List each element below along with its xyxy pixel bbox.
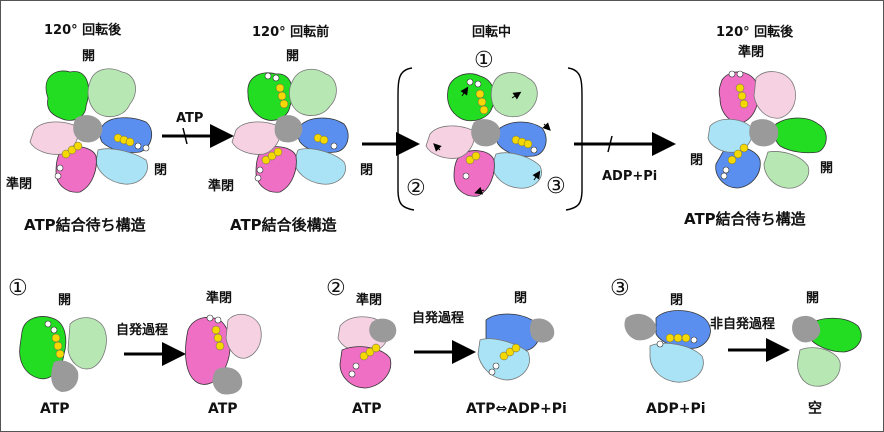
protein-complex-panel1: [29, 68, 153, 193]
panel4-heading: 120° 回転後: [716, 25, 794, 40]
panel2-open-label: 開: [286, 49, 300, 64]
panel3-marker-1: ①: [474, 48, 494, 73]
step3-left-complex: [624, 310, 711, 383]
step2-left-label: 準閉: [356, 293, 383, 308]
step3-right-label: 開: [806, 291, 820, 306]
panel3-marker-3: ③: [546, 174, 566, 199]
arrow3-label: ADP+Pi: [602, 169, 658, 184]
step1-left-label: 開: [58, 293, 72, 308]
protein-complex-panel3: [425, 72, 551, 197]
step1-right-caption: ATP: [208, 401, 238, 417]
arrow1-label: ATP: [176, 111, 204, 126]
step1-number: ①: [8, 276, 28, 301]
step2-left-caption: ATP: [352, 401, 382, 417]
panel2-heading: 120° 回転前: [252, 25, 330, 40]
step2-right-complex: [477, 313, 555, 381]
protein-complex-panel4: [707, 70, 827, 189]
step3-right-complex: [792, 315, 862, 387]
protein-complex-panel2: [231, 68, 349, 193]
step2-right-label: 閉: [514, 291, 528, 306]
step1-left-complex: [19, 316, 107, 392]
step2-left-complex: [337, 316, 397, 389]
panel2-semi-label: 準閉: [208, 179, 235, 194]
step3-left-label: 閉: [670, 293, 684, 308]
left-bracket: [397, 67, 415, 211]
step3-number: ③: [610, 276, 630, 301]
step2-number: ②: [326, 276, 346, 301]
step1-right-label: 準閉: [206, 291, 233, 306]
panel1-open-label: 開: [82, 49, 96, 64]
panel2-caption: ATP結合後構造: [230, 216, 337, 234]
panel4-open-label: 開: [820, 161, 834, 176]
step3-right-caption: 空: [808, 401, 822, 417]
panel1-caption: ATP結合待ち構造: [24, 216, 146, 234]
step3-arrow-label: 非自発過程: [710, 317, 776, 332]
step1-left-caption: ATP: [40, 401, 70, 417]
panel1-semi-label: 準閉: [6, 177, 33, 192]
step2-right-caption: ATP⇔ADP+Pi: [466, 401, 567, 417]
panel4-caption: ATP結合待ち構造: [684, 210, 806, 228]
panel1-heading: 120° 回転後: [44, 23, 122, 38]
panel4-semi-label: 準閉: [738, 45, 765, 60]
panel4-closed-label: 閉: [690, 153, 704, 168]
step2-arrow-label: 自発過程: [412, 311, 465, 326]
panel1-closed-label: 閉: [154, 163, 168, 178]
panel2-closed-label: 閉: [360, 163, 374, 178]
step3-left-caption: ADP+Pi: [646, 401, 706, 417]
step1-arrow-label: 自発過程: [116, 323, 169, 338]
right-bracket: [565, 67, 583, 211]
step1-right-complex: [185, 313, 262, 395]
panel3-marker-2: ②: [406, 176, 426, 201]
panel3-heading: 回転中: [472, 25, 512, 40]
